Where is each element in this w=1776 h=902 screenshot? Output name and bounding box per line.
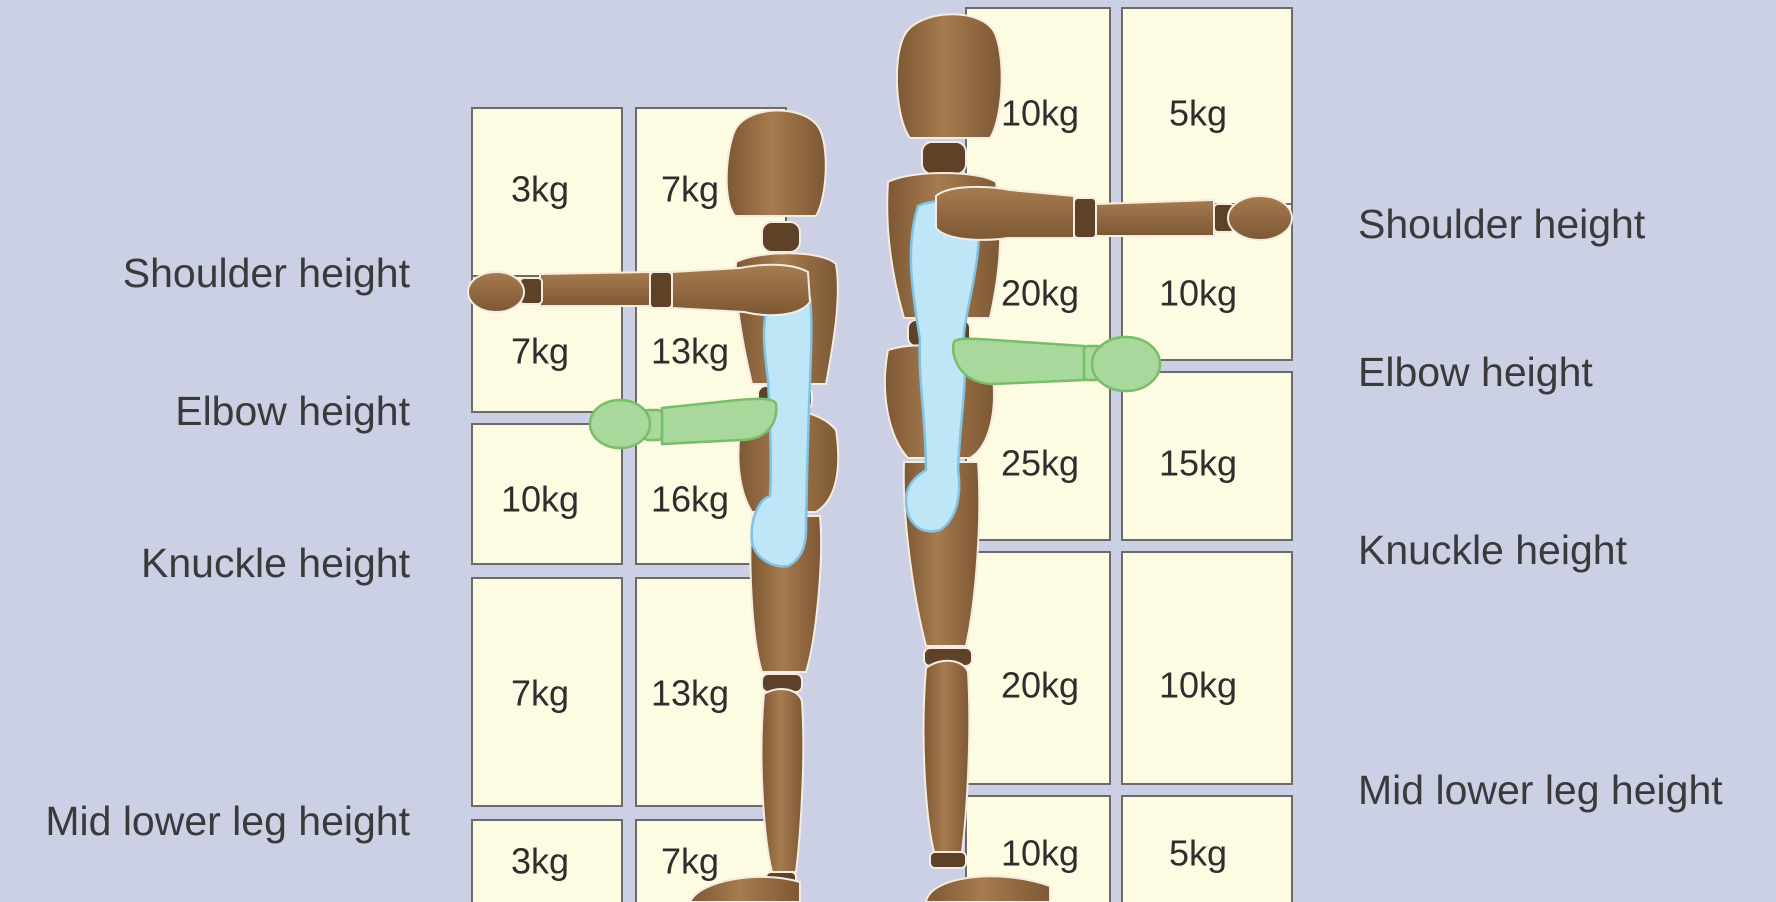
male_side-zone-weight-near: 10kg xyxy=(1001,833,1079,874)
male-neck xyxy=(922,142,966,174)
female-shin xyxy=(762,689,804,872)
female-forearm-upper xyxy=(540,272,650,306)
female_side-zone-weight-far: 7kg xyxy=(661,169,719,210)
female_side-zone-weight-far: 16kg xyxy=(651,479,729,520)
female-head xyxy=(727,111,826,217)
male-forearm-highlight xyxy=(953,339,1084,384)
male-forearm-upper xyxy=(1096,200,1214,236)
female-forearm-highlight xyxy=(662,399,776,444)
male-shin xyxy=(924,661,970,852)
male-head xyxy=(897,14,1002,138)
female_side-zone-weight-near: 10kg xyxy=(501,479,579,520)
male-upper-arm xyxy=(936,187,1074,240)
female-neck xyxy=(762,222,800,252)
female_side-zone-weight-far: 13kg xyxy=(651,673,729,714)
female_side-zone-weight-near: 3kg xyxy=(511,169,569,210)
female-upper-arm xyxy=(672,265,810,315)
male_side-zone-weight-far: 15kg xyxy=(1159,443,1237,484)
male_side-zone-weight-far: 5kg xyxy=(1169,833,1227,874)
male_side-zone-weight-far: 10kg xyxy=(1159,273,1237,314)
female_side-zone-weight-near: 7kg xyxy=(511,331,569,372)
male_side-zone-weight-near: 20kg xyxy=(1001,665,1079,706)
male-hand-highlight xyxy=(1092,337,1160,391)
female-hand-highlight xyxy=(590,400,650,448)
female-elbow-joint-upper xyxy=(650,272,672,308)
male-foot xyxy=(926,876,1050,902)
male_side-zone-weight-near: 20kg xyxy=(1001,273,1079,314)
male-hand-upper xyxy=(1228,196,1292,240)
male-elbow-joint-upper xyxy=(1074,198,1096,238)
male_side-zone-weight-far: 5kg xyxy=(1169,93,1227,134)
male_side-zone-weight-far: 10kg xyxy=(1159,665,1237,706)
male_side-zone-weight-near: 25kg xyxy=(1001,443,1079,484)
female-weight-grid: 3kg 7kg 7kg 13kg 10kg 16kg 7kg 13kg 3kg 7kg xyxy=(472,108,786,902)
male-ankle xyxy=(930,852,966,868)
female_side-zone-weight-far: 13kg xyxy=(651,331,729,372)
female_side-zone-weight-far: 7kg xyxy=(661,841,719,882)
female-hand-upper xyxy=(468,272,524,312)
male_side-zone-weight-near: 10kg xyxy=(1001,93,1079,134)
male-weight-grid: 10kg 5kg 20kg 10kg 25kg 15kg 20kg 10kg 10kg 5kg xyxy=(966,8,1292,902)
female_side-zone-weight-near: 7kg xyxy=(511,673,569,714)
female_side-zone-weight-near: 3kg xyxy=(511,841,569,882)
